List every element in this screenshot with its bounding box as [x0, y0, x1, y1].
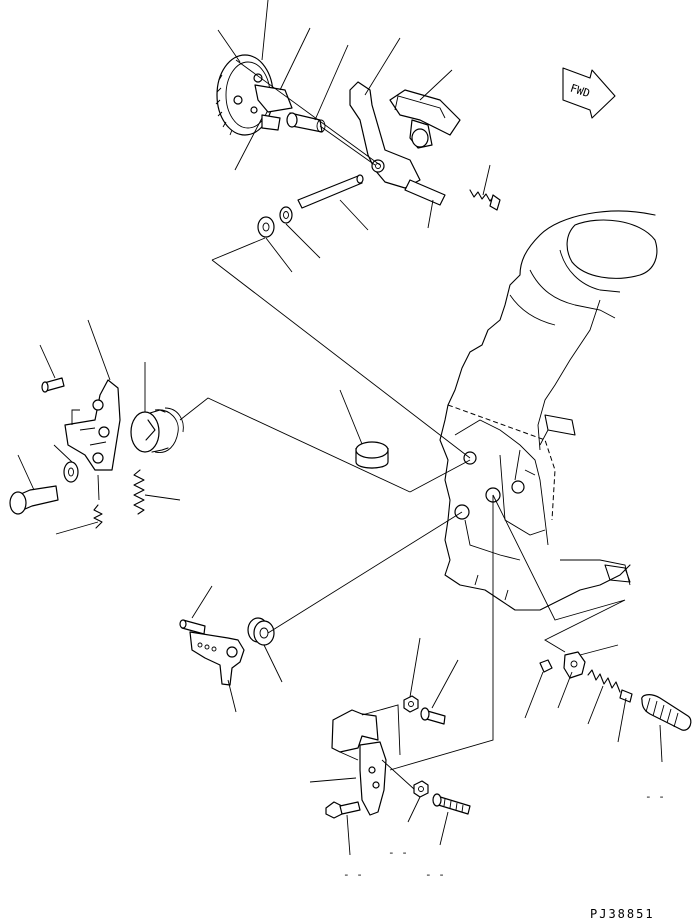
- fwd-label: FWD: [569, 82, 592, 101]
- stop-bracket: [389, 89, 461, 149]
- bottom-bracket: [331, 709, 387, 816]
- label-nut-group: - -: [425, 868, 445, 881]
- cross-pin: [297, 174, 364, 209]
- leader-lines: [17, 0, 663, 856]
- engine-block: [439, 210, 658, 611]
- lever-link-lower: [189, 631, 245, 686]
- small-cap: [539, 659, 553, 673]
- long-spring-left: [133, 469, 145, 515]
- collar-center: [355, 441, 389, 469]
- label-bolt-group: - -: [343, 868, 363, 881]
- mount-hole-lower: [454, 504, 470, 520]
- dial-gear-assembly: [215, 54, 293, 136]
- small-spring-top: [469, 189, 501, 211]
- drawing-code: PJ38851: [590, 907, 655, 921]
- fwd-arrow: FWD: [562, 67, 616, 119]
- label-bracket-group: - -: [388, 846, 408, 859]
- mount-hole-right: [511, 480, 525, 494]
- compression-spring-left: [130, 407, 184, 453]
- reference-lines: [71, 59, 626, 790]
- nut-upper-bottom: [403, 695, 419, 713]
- large-coil-spring: [641, 694, 692, 731]
- bolt-left-bottom: [325, 801, 361, 819]
- label-spring-group: - -: [645, 790, 665, 803]
- nut-lower-bottom: [413, 780, 429, 798]
- small-coil-left: [93, 474, 103, 529]
- bushing-lower: [247, 617, 275, 646]
- left-bracket-assembly: [9, 377, 121, 515]
- bracket-plate: [64, 379, 121, 471]
- top-bushing-washer: [257, 206, 293, 238]
- spring-seat: [563, 651, 586, 679]
- bolt-upper-bottom: [420, 707, 446, 725]
- right-spring-assembly: [539, 651, 692, 731]
- washer-left: [63, 461, 79, 483]
- spring-stopper: [619, 689, 633, 703]
- bolt-lower-bottom: [432, 793, 471, 815]
- top-shaft: [286, 112, 326, 133]
